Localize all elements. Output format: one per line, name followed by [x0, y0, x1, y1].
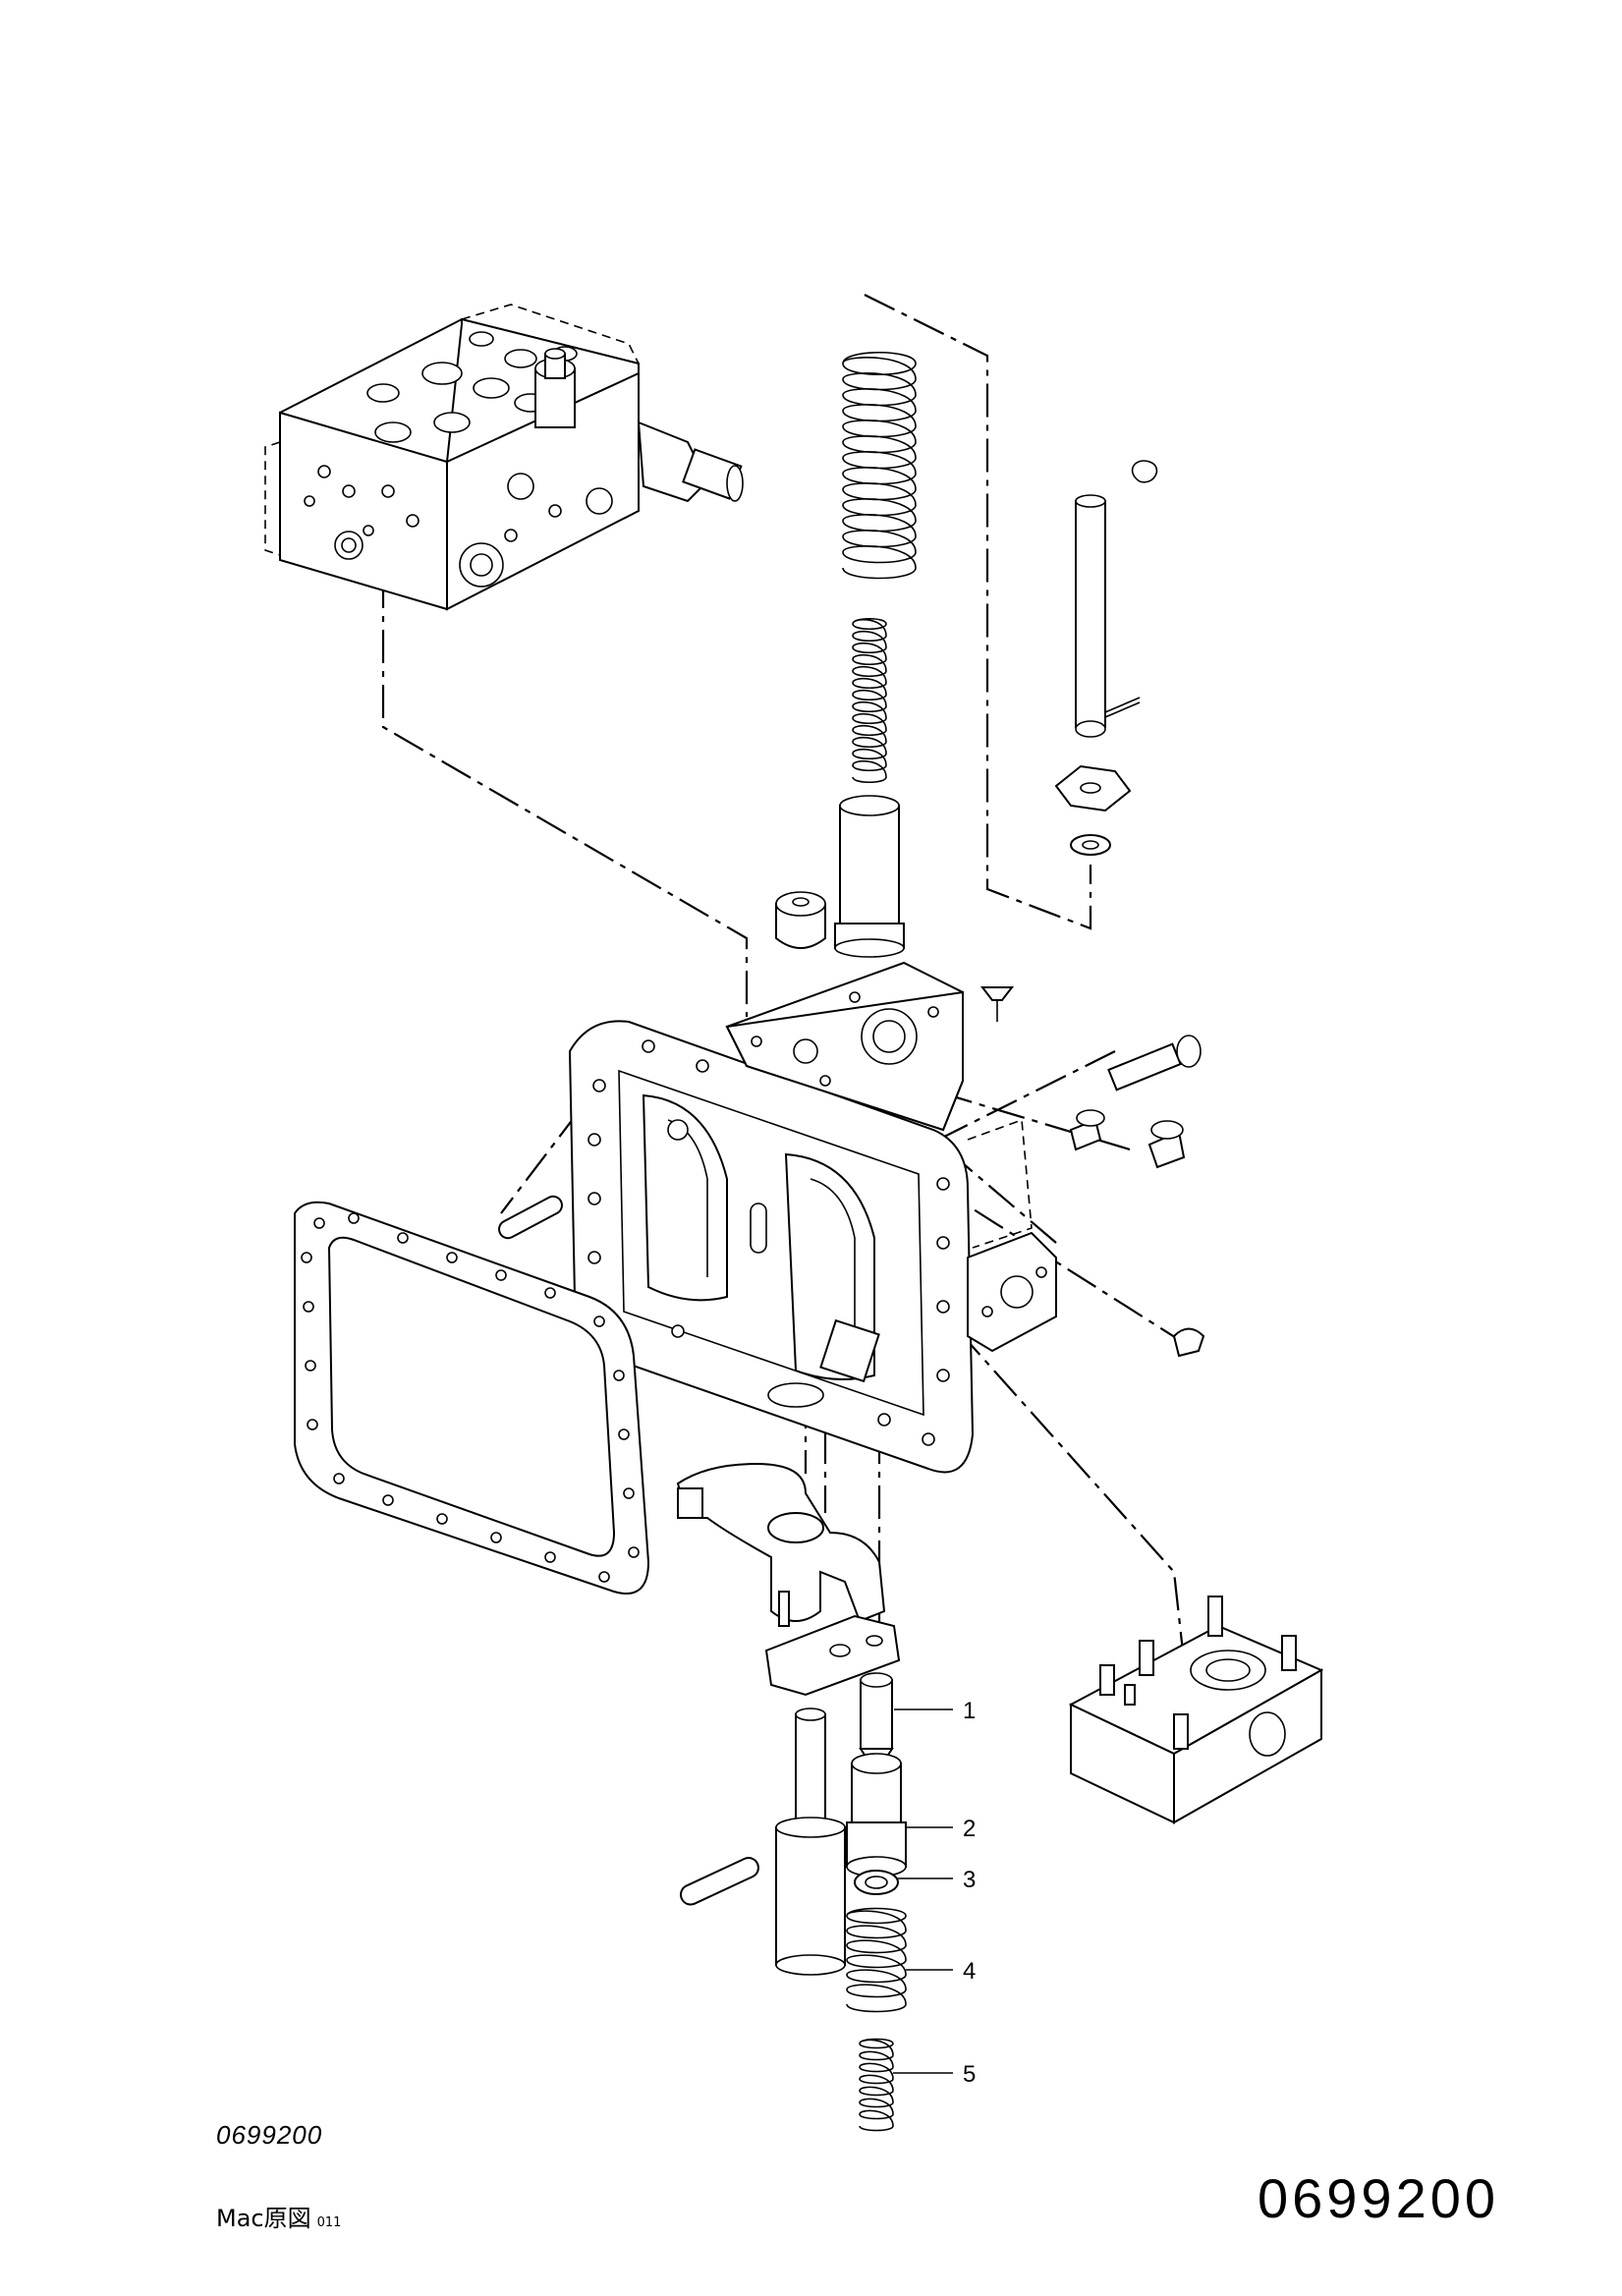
housing-swash-plate-left [642, 1093, 728, 1302]
valve-block-ports [304, 465, 613, 588]
adjuster-rod-assembly [1054, 460, 1158, 856]
drawing-reference-large: 0699200 [1258, 2167, 1500, 2229]
pump-housing [568, 961, 1057, 1474]
housing-swash-plate-right [784, 1152, 880, 1383]
origin-sub-text: 011 [316, 2215, 342, 2230]
part-4-spring-large [846, 1907, 907, 2013]
upper-plug-cap [775, 891, 826, 949]
gasket-bolt-holes [301, 1212, 640, 1583]
control-valve-block [264, 304, 744, 611]
origin-label-text: Mac原図 [216, 2205, 311, 2232]
upper-spring-large [842, 352, 917, 580]
callout-3: 3 [898, 1867, 976, 1893]
origin-label: Mac原図 011 [216, 2199, 341, 2233]
callout-2: 2 [906, 1816, 976, 1842]
upper-sleeve [834, 795, 905, 958]
housing-gasket [294, 1201, 650, 1595]
housing-side-boss [967, 1231, 1057, 1353]
valve-block-top-fittings [366, 331, 578, 443]
part-5-spring-small [859, 2038, 894, 2132]
callout-number-3: 3 [963, 1867, 976, 1893]
callout-number-2: 2 [963, 1816, 976, 1842]
swash-lever-arm [676, 1462, 901, 1697]
callout-number-5: 5 [963, 2061, 976, 2088]
callout-number-4: 4 [963, 1958, 976, 1985]
fastener-pins-and-bolts [498, 986, 1205, 1358]
drawing-reference-small: 0699200 [216, 2120, 323, 2150]
upper-spring-small [852, 617, 887, 784]
callout-5: 5 [893, 2061, 976, 2088]
callout-1: 1 [894, 1698, 976, 1724]
part-3-seal-ring [854, 1870, 899, 1895]
lower-piston [679, 1708, 846, 1976]
callout-number-1: 1 [963, 1698, 976, 1724]
callout-4: 4 [906, 1958, 976, 1985]
cover-block-studs [1099, 1596, 1297, 1750]
part-2-sleeve [846, 1753, 907, 1877]
lower-cover-block [1068, 1596, 1324, 1824]
valve-block-side-plug [637, 420, 744, 503]
